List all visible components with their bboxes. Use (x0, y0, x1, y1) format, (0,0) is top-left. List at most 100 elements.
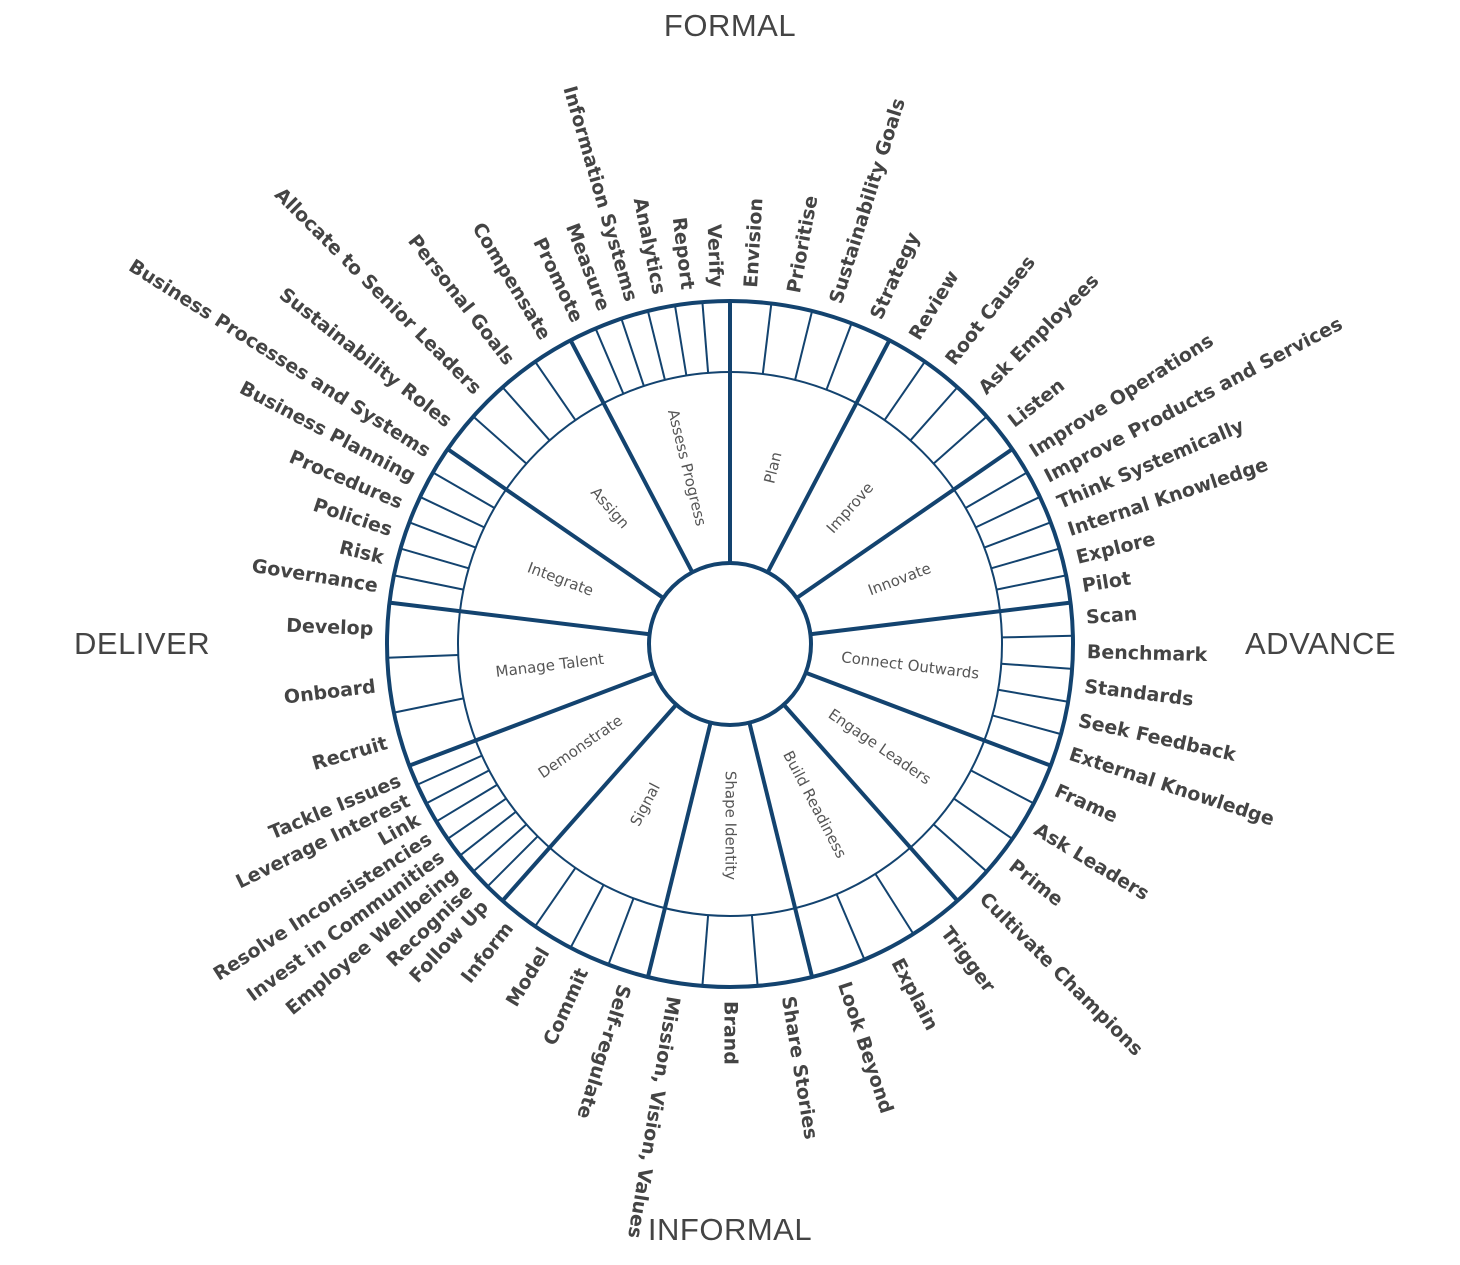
axis-title-informal: INFORMAL (647, 1212, 813, 1247)
segment-label: Assess Progress (664, 407, 710, 528)
cell-divider (1001, 662, 1073, 670)
cell-divider (701, 915, 710, 986)
cell-divider (387, 653, 459, 659)
item-label: Report (668, 216, 699, 291)
cell-divider (992, 714, 1062, 736)
cell-divider (750, 915, 759, 986)
item-label: Standards (1083, 676, 1195, 711)
cell-divider (459, 810, 517, 857)
segment-divider (389, 600, 650, 637)
cell-divider (825, 322, 853, 391)
segment-label: Assign (587, 483, 633, 532)
item-label: Scan (1085, 603, 1138, 629)
item-label: Develop (286, 615, 374, 640)
segment-divider (568, 339, 695, 574)
cell-divider (996, 574, 1067, 591)
item-label: Prime (1005, 855, 1068, 911)
cell-divider (970, 769, 1035, 805)
item-label: Pilot (1081, 568, 1133, 598)
hub-circle (647, 561, 813, 727)
cell-divider (975, 496, 1041, 529)
cell-divider (794, 310, 814, 381)
item-label: Trigger (936, 922, 1000, 997)
segment-divider (810, 600, 1071, 637)
segment-divider (408, 670, 655, 768)
segment-label: Integrate (525, 559, 596, 600)
item-label: Commit (539, 965, 593, 1049)
segment-label: Signal (627, 780, 664, 829)
cell-divider (408, 521, 477, 549)
outer-ring-cells (387, 302, 1073, 986)
cell-divider (646, 310, 666, 381)
segment-divider (782, 703, 959, 903)
item-label: Prioritise (783, 194, 822, 295)
item-label: Strategy (866, 228, 924, 322)
item-label: Review (905, 267, 964, 344)
segment-label: Connect Outwards (840, 648, 980, 683)
cell-divider (534, 867, 577, 927)
cell-divider (393, 697, 464, 714)
cell-divider (932, 415, 988, 465)
cell-divider (486, 835, 539, 888)
segment-label: Innovate (866, 559, 934, 599)
cell-divider (701, 302, 710, 373)
segment-label: Plan (760, 450, 785, 485)
cell-divider (620, 318, 645, 387)
cell-divider (932, 823, 988, 873)
item-label: Self-regulate (572, 982, 635, 1122)
cell-divider (472, 415, 528, 465)
item-label: Look Beyond (833, 979, 897, 1116)
cell-divider (569, 884, 605, 949)
item-label: Model (502, 944, 554, 1011)
item-label: Risk (337, 537, 386, 569)
item-label: Brand (720, 1001, 742, 1065)
cell-divider (419, 496, 485, 529)
cell-divider (997, 688, 1069, 703)
item-label: Onboard (283, 676, 377, 709)
cell-divider (953, 797, 1013, 840)
segment-label: Improve (823, 479, 877, 537)
cell-divider (835, 893, 866, 960)
cell-divider (435, 783, 498, 823)
cell-divider (874, 873, 915, 935)
segment-divider (765, 339, 892, 574)
item-label: Envision (740, 197, 767, 288)
cell-divider (673, 305, 688, 376)
cell-divider (393, 574, 464, 591)
cell-divider (400, 547, 470, 570)
segment-spokes (389, 301, 1071, 978)
axis-title-formal: FORMAL (663, 8, 797, 43)
cell-divider (416, 754, 483, 786)
cell-divider (990, 547, 1060, 570)
item-label: Mission, Vision, Values (623, 995, 684, 1240)
segment-label: Engage Leaders (825, 705, 935, 788)
cell-divider (501, 386, 551, 442)
item-label: Share Stories (777, 995, 822, 1141)
segment-divider (805, 670, 1052, 768)
item-label: Benchmark (1087, 641, 1208, 666)
item-label: Frame (1051, 780, 1121, 827)
segment-label: Shape Identity (722, 771, 740, 880)
segment-divider (795, 447, 1014, 600)
cell-divider (883, 361, 926, 421)
cell-divider (909, 386, 959, 442)
segment-divider (446, 447, 665, 600)
cell-divider (983, 521, 1052, 549)
segment-label: Demonstrate (535, 711, 626, 782)
cell-divider (1001, 634, 1073, 639)
item-label: Recruit (310, 732, 390, 775)
cell-divider (425, 769, 490, 805)
cell-divider (472, 823, 528, 873)
cell-divider (534, 361, 577, 421)
segment-label: Build Readiness (779, 748, 850, 862)
cell-divider (607, 897, 635, 966)
cell-divider (447, 797, 507, 840)
item-label: Explain (887, 955, 943, 1034)
segment-label: Manage Talent (495, 650, 605, 681)
item-label: Verify (703, 224, 728, 289)
item-label: Cultivate Champions (975, 888, 1147, 1060)
segment-divider (645, 722, 713, 978)
cell-divider (432, 471, 495, 509)
cell-divider (965, 471, 1028, 509)
segment-divider (501, 703, 678, 903)
